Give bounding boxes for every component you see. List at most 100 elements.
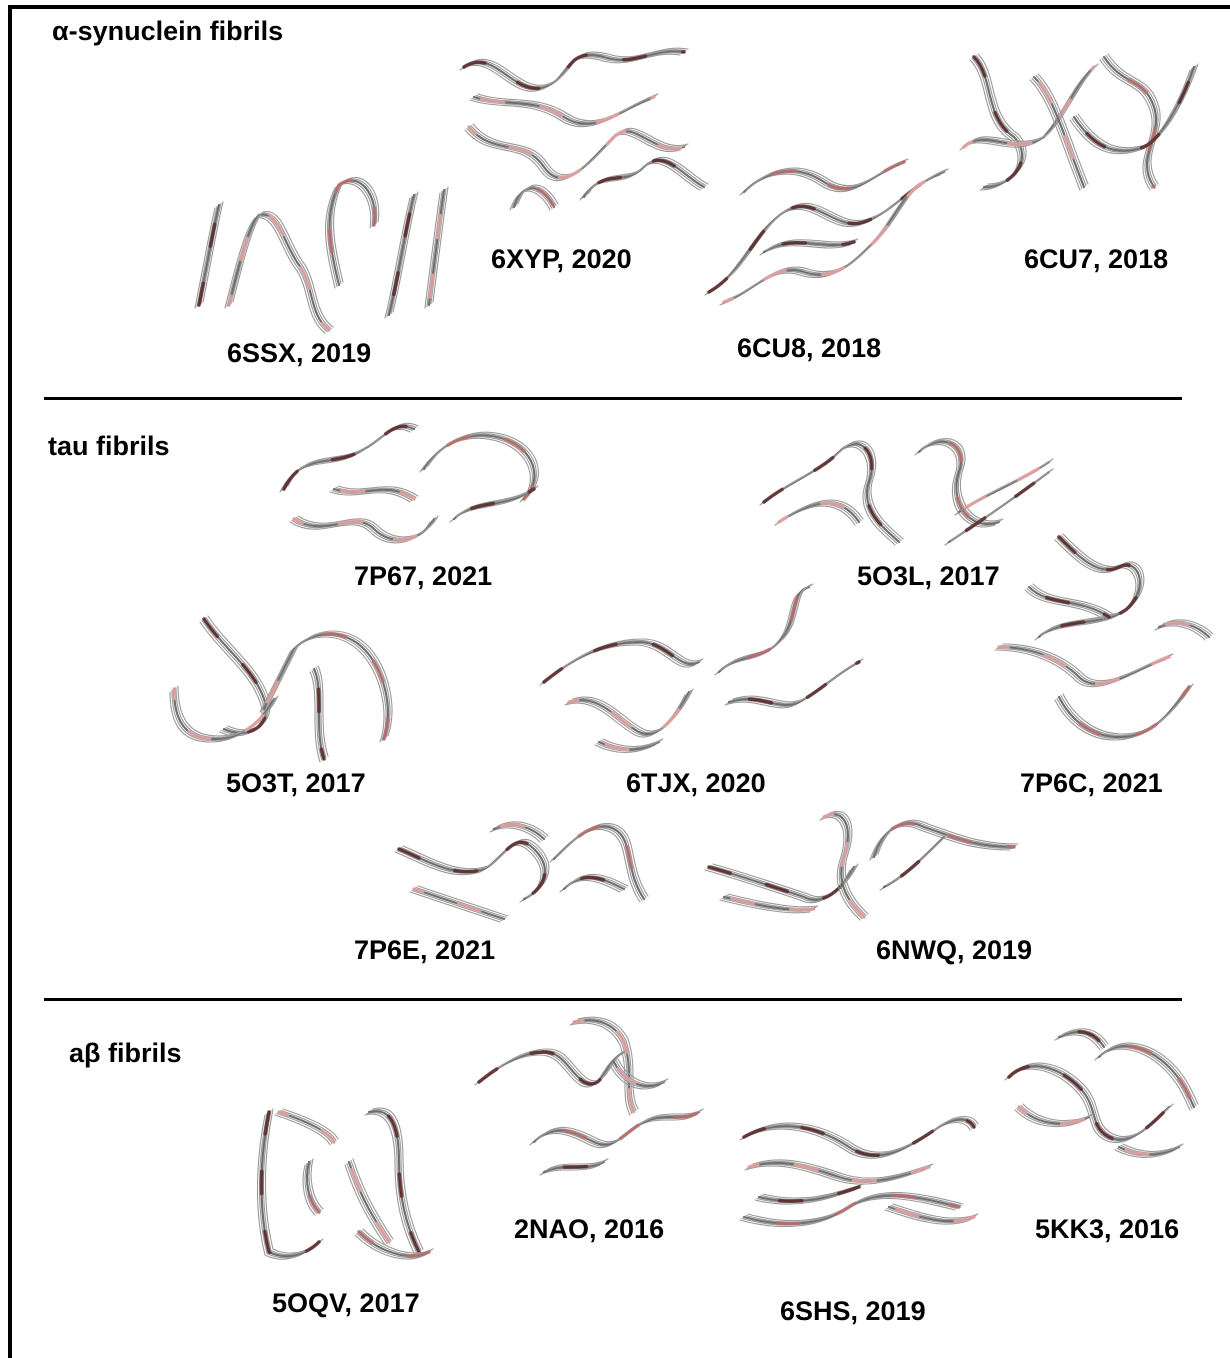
structure-5oqv	[245, 1105, 435, 1270]
beta-strand-segment	[729, 662, 859, 705]
fibril-strand	[733, 659, 863, 702]
structure-2nao-drawing	[470, 1015, 700, 1185]
fibril-strand	[479, 1052, 624, 1084]
structure-label-6tjx: 6TJX, 2020	[626, 768, 766, 799]
beta-strand-segment	[469, 127, 684, 178]
section-divider-1	[44, 397, 1182, 400]
fibril-strand	[972, 59, 1020, 189]
fibril-strand	[351, 1161, 391, 1241]
structure-6ssx	[185, 168, 455, 338]
structure-label-2nao: 2NAO, 2016	[514, 1214, 664, 1245]
structure-6nwq-drawing	[700, 800, 1015, 925]
beta-strand-segment	[974, 57, 1022, 187]
structure-6tjx	[535, 585, 865, 765]
fibril-strand	[1025, 590, 1105, 620]
structure-6xyp	[450, 40, 720, 215]
beta-strand-segment	[719, 587, 809, 672]
structure-label-5oqv: 5OQV, 2017	[272, 1288, 420, 1319]
fibril-strand	[542, 644, 697, 684]
fibril-strand	[544, 642, 699, 682]
fibril-strand	[1099, 1046, 1194, 1107]
fibril-strand	[266, 1109, 324, 1253]
fibril-strand	[1078, 64, 1198, 148]
structure-label-6ssx: 6SSX, 2019	[227, 338, 371, 369]
structure-7p6e-drawing	[390, 812, 660, 932]
fibril-strand	[748, 1117, 978, 1153]
beta-strand-segment	[454, 489, 534, 519]
fibril-strand	[731, 661, 861, 704]
fibril-strand	[462, 53, 682, 90]
fibril-strand	[1100, 60, 1152, 190]
fibril-strand	[1095, 1049, 1190, 1110]
fibril-strand	[416, 888, 506, 918]
fibril-strand	[1104, 57, 1156, 187]
beta-strand-segment	[479, 1052, 624, 1084]
fibril-strand	[420, 438, 530, 502]
beta-strand-segment	[764, 444, 899, 542]
structure-label-6nwq: 6NWQ, 2019	[876, 935, 1032, 966]
beta-strand-segment	[1099, 1046, 1194, 1107]
fibril-strand	[1059, 687, 1189, 737]
fibril-strand	[260, 652, 290, 712]
fibril-strand	[573, 689, 693, 731]
beta-strand-segment	[424, 435, 534, 499]
structure-6cu8-drawing	[700, 155, 950, 310]
fibril-strand	[880, 840, 940, 890]
structure-5kk3	[995, 1020, 1195, 1170]
fibril-strand	[410, 892, 500, 922]
structure-5o3t	[160, 612, 410, 767]
fibril-strand	[469, 127, 684, 178]
fibril-strand	[715, 590, 805, 675]
structure-2nao	[470, 1015, 700, 1185]
fibril-strand	[460, 54, 680, 91]
structure-label-6xyp: 6XYP, 2020	[491, 244, 632, 275]
structure-label-5o3t: 5O3T, 2017	[226, 768, 366, 799]
section-title-abeta: aβ fibrils	[69, 1038, 182, 1069]
fibril-strand	[294, 634, 388, 739]
section-divider-2	[44, 998, 1182, 1001]
fibril-strand	[418, 886, 508, 916]
fibril-strand	[298, 631, 392, 736]
fibril-strand	[540, 645, 695, 685]
structure-7p67	[270, 412, 550, 562]
structure-5oqv-drawing	[245, 1105, 435, 1270]
structure-label-6cu8: 6CU8, 2018	[737, 333, 881, 364]
structure-7p6c-drawing	[995, 530, 1210, 755]
fibril-strand	[290, 637, 384, 742]
frame-left-border	[8, 5, 12, 1358]
fibril-strand	[170, 692, 270, 742]
structure-label-5kk3: 5KK3, 2016	[1035, 1214, 1179, 1245]
structure-label-7p6c: 7P6C, 2021	[1020, 768, 1163, 799]
fibril-strand	[282, 428, 412, 491]
section-title-tau: tau fibrils	[48, 431, 170, 462]
structure-6ssx-drawing	[185, 168, 455, 338]
structure-label-7p67: 7P67, 2021	[354, 561, 492, 592]
fibril-strand	[426, 434, 536, 498]
structure-label-5o3l: 5O3L, 2017	[857, 561, 1000, 592]
structure-6cu7-drawing	[950, 40, 1200, 215]
fibril-strand	[393, 192, 418, 312]
structure-5kk3-drawing	[995, 1020, 1195, 1170]
fibril-strand	[882, 839, 942, 889]
structure-6cu7	[950, 40, 1200, 215]
fibril-strand	[292, 636, 386, 741]
fibril-strand	[970, 60, 1018, 190]
structure-6cu8	[700, 155, 950, 310]
fibril-strand	[768, 441, 903, 539]
fibril-strand	[584, 160, 704, 197]
beta-strand-segment	[349, 1162, 389, 1242]
fibril-strand	[473, 124, 688, 175]
fibril-strand	[385, 198, 410, 318]
beta-strand-segment	[544, 642, 699, 682]
fibril-strand	[884, 837, 944, 887]
structure-6tjx-drawing	[535, 585, 865, 765]
fibril-strand	[296, 633, 390, 738]
fibril-strand	[403, 839, 549, 896]
fibril-strand	[1039, 537, 1140, 637]
section-title-alpha-synuclein: α-synuclein fibrils	[52, 16, 283, 47]
structure-7p6c	[995, 530, 1210, 755]
structure-label-6cu7: 6CU7, 2018	[1024, 244, 1168, 275]
fibril-strand	[268, 646, 298, 706]
frame-top-border	[8, 5, 1230, 9]
fibril-strand	[345, 1165, 385, 1245]
